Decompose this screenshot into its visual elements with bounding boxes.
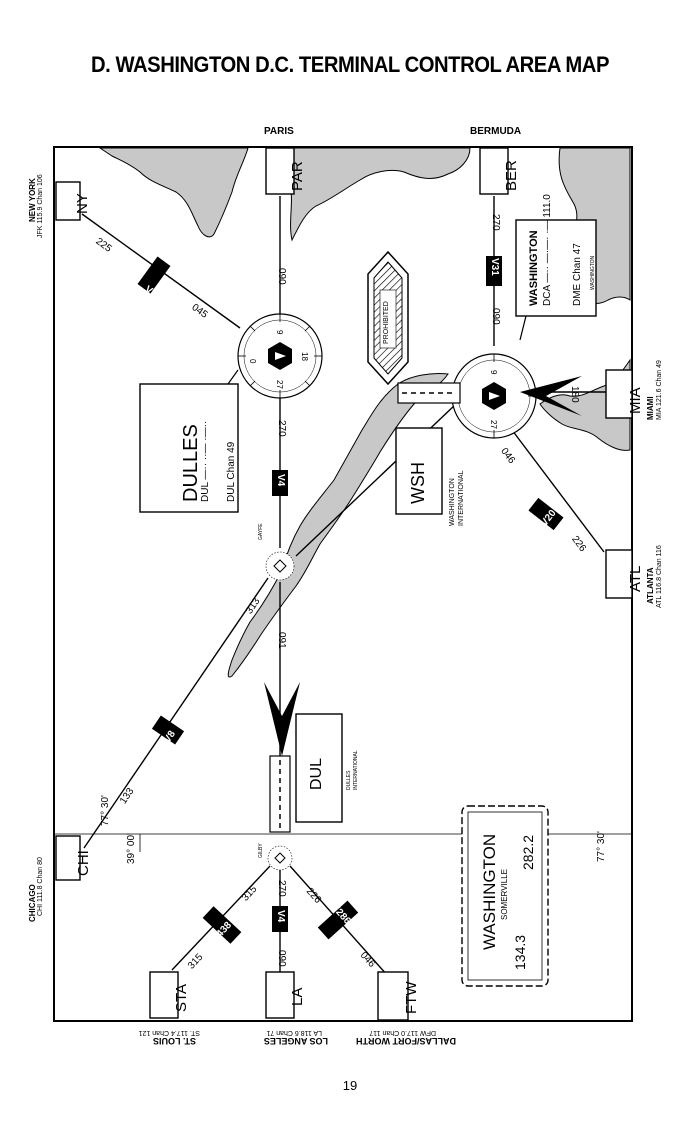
dulles-arrow-icon [264,682,300,756]
washington-arrow-icon [520,376,582,416]
longitude-bottom-label: 77° 30' [596,831,607,862]
la-freq: LA 118.6 Chan 71 [266,1029,322,1036]
chi-freq: CHI 111.8 Chan 80 [37,857,44,916]
atl-station-id: ATL [627,565,644,592]
dul-box [295,713,343,823]
coastline-ne [287,147,471,242]
gilby-intersection [267,845,293,871]
ny-freq: JFK 115.9 Chan 106 [37,174,44,238]
washington-box-small: WASHINGTON [590,255,596,290]
v4b-label: V4 [275,910,286,923]
gayfe-label: GAYFE [258,523,264,540]
potomac-river [227,373,449,678]
wsh-box [395,427,443,515]
longitude-top-label: 77° 30' [100,795,111,826]
v4-label: V4 [275,474,286,487]
dul-name: DULLES INTERNATIONAL [346,750,359,790]
compass-e: 18 [300,352,309,361]
washington-compass-rose: 9 27 [451,353,537,439]
page-title: D. WASHINGTON D.C. TERMINAL CONTROL AREA… [90,52,609,77]
mia-station-id: MIA [627,387,644,414]
sta-name: ST. LOUIS [152,1036,196,1046]
latitude-label: 39° 00' [126,833,137,864]
washington-box-title: WASHINGTON [528,230,540,306]
dulles-ident: DUL —·· ··— ·—·· [200,420,211,502]
radial-180: 180 [569,386,580,403]
ny-name: NEW YORK [28,178,37,222]
bermuda-label: BERMUDA [470,126,522,137]
washington-box-dme: DME Chan 47 [572,243,583,306]
radial-090a: 090 [276,268,287,285]
atl-freq: ATL 116.8 Chan 116 [656,545,663,608]
mia-name: MIAMI [646,396,655,420]
chi-name: CHICAGO [28,884,37,922]
dul-runway [269,755,291,833]
coastline-north [98,147,249,238]
sta-freq: ST. 117.4 Chan 121 [138,1029,200,1036]
compass-s: 27 [275,380,284,389]
radial-090b: 090 [490,308,501,325]
v31-label: V31 [489,258,500,276]
radial-270b: 270 [490,214,501,231]
washington-stamp [461,805,549,987]
radial-270a: 270 [276,420,287,437]
atl-name: ATLANTA [646,567,655,604]
la-name: LOS ANGELES [263,1036,328,1046]
ftw-name: DALLAS/FORT WORTH [356,1036,456,1046]
ber-station-id: BER [503,160,520,191]
chi-station-id: CHI [75,850,92,876]
compass-n: 9 [275,330,284,335]
dulles-info-box [139,383,239,513]
stamp-sub: SOMERVILLE [500,869,509,920]
washington-box-ident: DCA —·· —·—· ·— 111.0 [542,194,553,306]
compass2-s: 27 [489,420,498,429]
ftw-station-id: FTW [403,981,420,1014]
coastline-se [539,358,631,451]
wsh-id: WSH [408,462,428,504]
compass2-n: 9 [489,370,498,375]
dulles-compass-rose: 9 0 18 27 [237,313,323,399]
gilby-label: GILBY [258,843,264,858]
gayfe-intersection [265,551,295,581]
dul-id: DUL [308,757,325,790]
stamp-freq-1: 134.3 [512,934,528,970]
mia-freq: MIA 121.6 Chan 49 [656,360,663,420]
radial-090c: 090 [276,950,287,967]
wsh-name: WASHINGTON INTERNATIONAL [449,470,465,527]
ftw-freq: DFW 117.0 Chan 117 [369,1029,436,1036]
washington-info-box [515,219,597,317]
station-boxes [55,147,633,1021]
stamp-title: WASHINGTON [480,833,499,950]
radial-091: 091 [276,632,287,649]
paris-label: PARIS [264,126,294,137]
airway-label-boxes [137,256,564,944]
page-number: 19 [342,1078,358,1093]
stamp-freq-2: 282.2 [520,834,536,870]
prohibited-label: PROHIBITED [383,301,390,344]
par-station-id: PAR [289,161,306,191]
la-station-id: LA [289,987,306,1006]
radial-270c: 270 [276,880,287,897]
sta-station-id: STA [173,983,190,1012]
compass-w: 0 [248,359,257,364]
dulles-dme: DUL Chan 49 [226,441,237,502]
ny-station-id: NY [74,193,91,214]
